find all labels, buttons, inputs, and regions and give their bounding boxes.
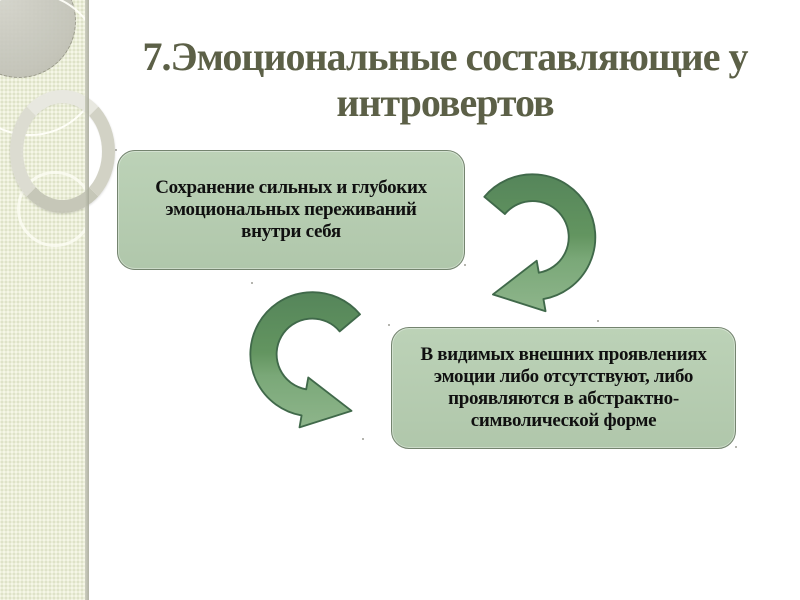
slide-title-line-1: 7.Эмоциональные составляющие у: [142, 34, 749, 79]
speck: [362, 438, 364, 440]
box2-line-3: проявляются в абстрактно-: [448, 388, 679, 409]
box1-line-2: эмоциональных переживаний: [165, 199, 417, 220]
box1-line-3: внутри себя: [241, 221, 341, 242]
sidebar-edge-line: [85, 0, 89, 600]
speck: [597, 320, 599, 322]
box2-line-1: В видимых внешних проявлениях: [420, 344, 707, 365]
speck: [115, 149, 117, 151]
sidebar-decoration: [0, 0, 85, 600]
diagram-box-keep-emotions: Сохранение сильных и глубоких эмоциональ…: [117, 150, 465, 270]
diagram-box-text: Сохранение сильных и глубоких эмоциональ…: [118, 177, 464, 243]
speck: [735, 446, 737, 448]
box1-line-1: Сохранение сильных и глубоких: [155, 177, 427, 198]
circular-arrow-left-icon: [249, 291, 361, 429]
speck: [464, 264, 466, 266]
slide-title: 7.Эмоциональные составляющие у интроверт…: [100, 34, 790, 126]
speck: [251, 282, 253, 284]
slide-title-line-2: интровертов: [336, 80, 554, 125]
diagram-box-text: В видимых внешних проявлениях эмоции либ…: [392, 344, 735, 432]
speck: [388, 324, 390, 326]
diagram-box-outer-expression: В видимых внешних проявлениях эмоции либ…: [391, 327, 736, 449]
box2-line-2: эмоции либо отсутствуют, либо: [433, 366, 694, 387]
circular-arrow-right-icon: [483, 173, 597, 313]
box2-line-4: символической форме: [470, 410, 657, 431]
